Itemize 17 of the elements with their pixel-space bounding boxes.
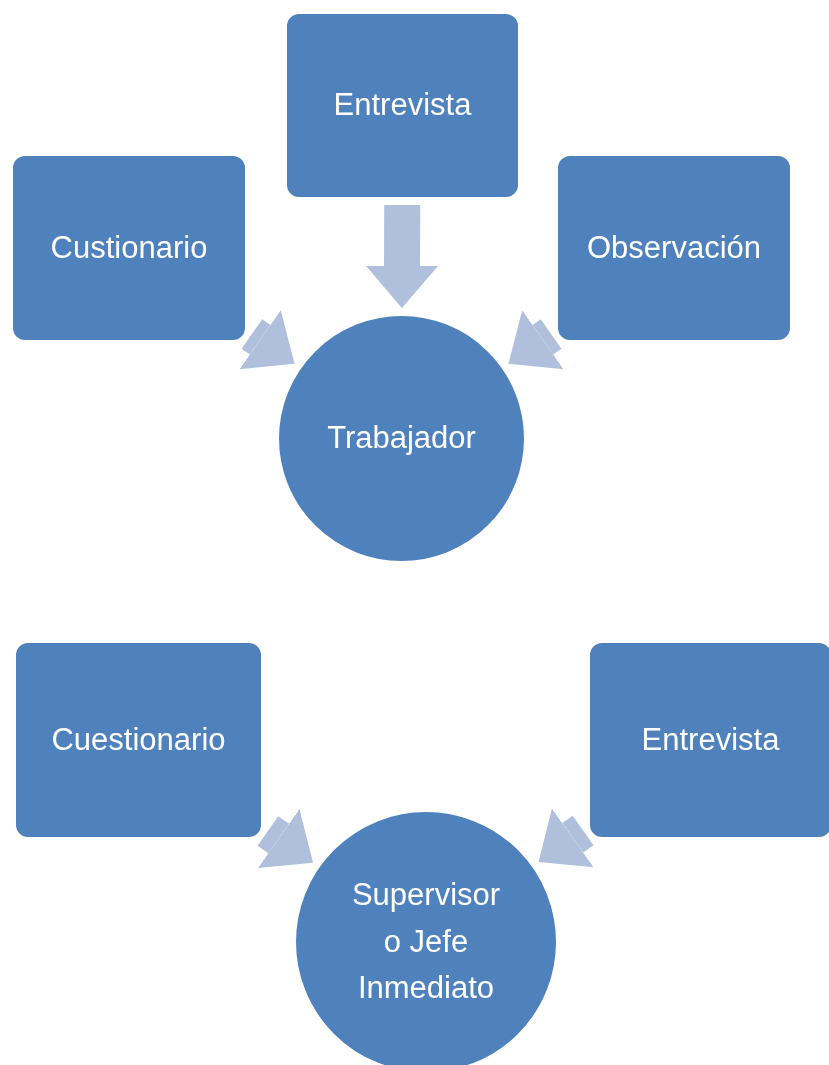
process-box bbox=[14, 641, 263, 839]
node-label: Cuestionario bbox=[51, 720, 226, 759]
process-box bbox=[588, 641, 829, 839]
block-arrow bbox=[366, 204, 438, 308]
block-arrow bbox=[508, 310, 564, 370]
node-label: Entrevista bbox=[333, 86, 472, 125]
node-label: Custionario bbox=[50, 228, 208, 267]
node-label: Observación bbox=[587, 228, 761, 267]
node-label: Entrevista bbox=[641, 720, 780, 759]
node-label: Supervisor o Jefe Inmediato bbox=[351, 876, 501, 1008]
process-box bbox=[285, 12, 520, 199]
block-arrow bbox=[257, 809, 314, 868]
process-box bbox=[11, 154, 247, 342]
block-arrow bbox=[538, 808, 594, 868]
block-arrow bbox=[239, 310, 295, 370]
process-box bbox=[556, 154, 792, 342]
node-label: Trabajador bbox=[327, 419, 476, 458]
